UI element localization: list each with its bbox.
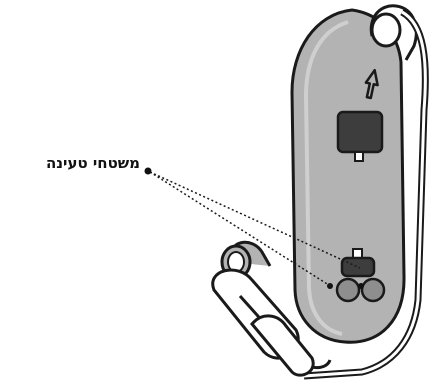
charging-contact-right: [360, 277, 386, 303]
contact-strip: [340, 256, 376, 278]
insert-arrow-icon: [364, 68, 379, 100]
device-edge-highlight: [303, 20, 349, 336]
square-button-stem: [354, 151, 364, 162]
charging-contact-left: [335, 277, 361, 303]
callout-leader-lines: [144, 167, 361, 288]
thin-tube-right-inner: [303, 10, 427, 378]
tube-loop-top: [369, 4, 418, 61]
callout-dot: [144, 167, 152, 175]
ear-tube-connector: [211, 240, 332, 377]
tube-opening: [370, 12, 402, 48]
square-button: [336, 110, 384, 154]
contact-dot-right: [358, 283, 364, 289]
contact-tab: [352, 248, 363, 259]
device-body: [290, 8, 406, 344]
charging-surfaces-label: משטחי טעינה: [45, 154, 140, 172]
